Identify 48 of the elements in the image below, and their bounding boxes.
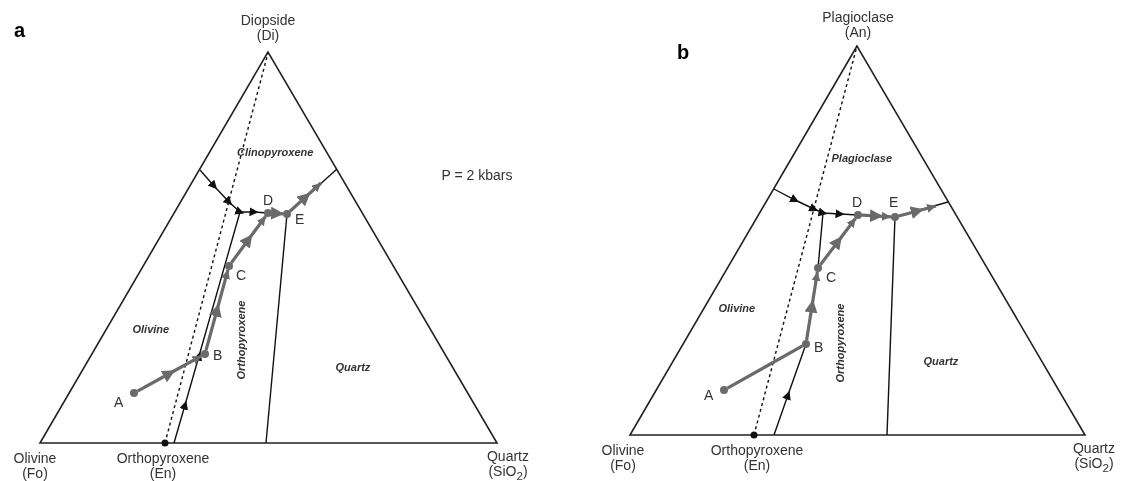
phase-field-label: Quartz (923, 355, 959, 368)
axis-vertex-label: Orthopyroxene (En) (115, 450, 211, 481)
point-marker (201, 350, 209, 358)
axis-vertex-label: Diopside (Di) (239, 12, 297, 44)
panel-letter: b (677, 41, 690, 63)
axis-vertex-label: Orthopyroxene (En) (709, 442, 805, 474)
crystallization-path-arrow (805, 271, 821, 341)
crystallization-path-arrow (288, 181, 323, 213)
point-marker (802, 340, 810, 348)
phase-field-label: Clinopyroxene (237, 146, 314, 159)
phase-field-label: Quartz (335, 361, 371, 374)
crystallization-path-arrow (204, 269, 230, 351)
axis-vertex-label: Quartz (SiO$_{2}$) (486, 449, 530, 481)
phase-field-label: Orthopyroxene (234, 300, 247, 380)
panel-letter: a (14, 19, 26, 41)
point-label: D (263, 193, 274, 207)
phase-field-label: Olivine (132, 323, 170, 336)
point-marker (283, 210, 291, 218)
point-marker (854, 211, 862, 219)
point-marker (720, 386, 728, 394)
point-label: A (704, 388, 714, 402)
point-marker (225, 262, 233, 270)
point-label: E (889, 195, 899, 209)
pressure-note: P = 2 kbars (441, 167, 513, 183)
crystallization-path-arrow (136, 354, 203, 393)
phase-field-label: Plagioclase (831, 152, 893, 165)
point-label: E (295, 212, 305, 226)
axis-vertex-label: Olivine (Fo) (600, 442, 646, 474)
point-label: A (114, 395, 124, 409)
crystallization-path-arrow (898, 204, 937, 219)
point-label: B (814, 340, 824, 354)
point-label: B (213, 348, 223, 362)
point-label: D (852, 195, 863, 209)
phase-field-label: Orthopyroxene (833, 303, 846, 383)
axis-vertex-label: Quartz (SiO$_{2}$) (1072, 441, 1116, 475)
crystallization-path-arrow (819, 217, 857, 266)
point-label: C (826, 270, 837, 284)
point-marker (264, 209, 272, 217)
axis-vertex-label: Olivine (Fo) (12, 450, 58, 481)
point-marker (814, 264, 822, 272)
crystallization-path-arrow (861, 209, 892, 222)
point-marker (891, 213, 899, 221)
axis-vertex-label: Plagioclase (An) (821, 9, 895, 41)
phase-field-label: Olivine (718, 302, 756, 315)
crystallization-path-arrow (230, 215, 267, 264)
crystallization-path-arrow (271, 207, 284, 220)
point-label: C (236, 268, 247, 282)
point-marker (130, 389, 138, 397)
